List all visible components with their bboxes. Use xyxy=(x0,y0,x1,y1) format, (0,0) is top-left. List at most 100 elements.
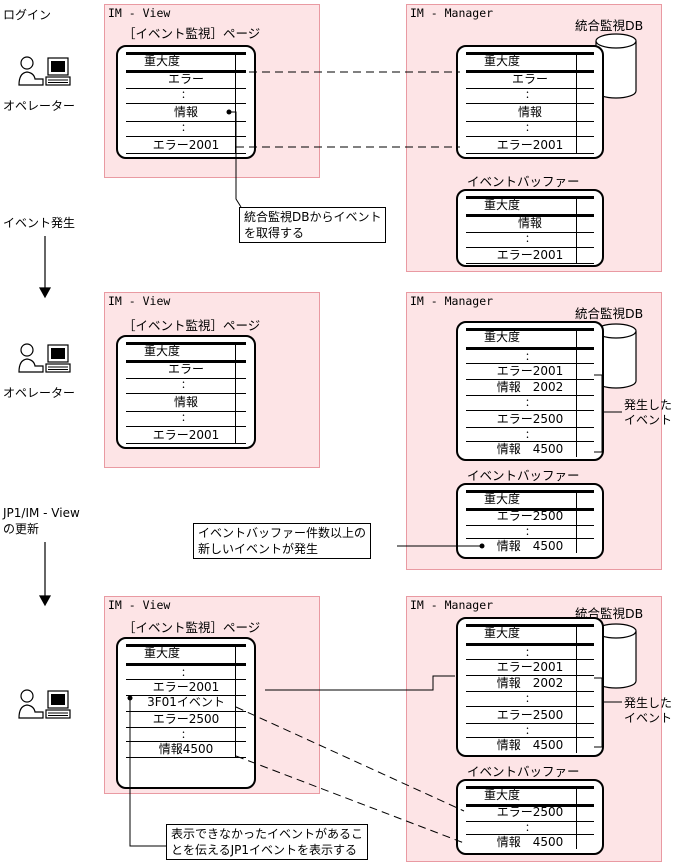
ellipsis-dots: ： xyxy=(525,90,535,101)
table-row: エラー2001 xyxy=(496,138,564,152)
database-icon xyxy=(595,323,637,389)
ellipsis-dots: ： xyxy=(181,123,191,134)
operator-icon xyxy=(18,343,71,373)
stage-label-refresh-line2: の更新 xyxy=(3,522,40,536)
ellipsis-dots: ： xyxy=(525,430,535,441)
callout-line: とを伝えるJP1イベントを表示する xyxy=(171,843,358,857)
manager-panel-1: IM - Manager 統合監視DB 重大度 エラー ： 情報 ： エラー20… xyxy=(406,4,662,272)
bracket-new-events xyxy=(594,374,603,453)
table-row: エラー2001 xyxy=(152,680,220,694)
db-label: 統合監視DB xyxy=(575,18,644,33)
table-row: エラー2001 xyxy=(152,428,220,442)
ellipsis-dots: ： xyxy=(181,730,191,741)
pointer-dot xyxy=(226,109,232,115)
ellipsis-dots: ： xyxy=(525,123,535,134)
operator-icon xyxy=(18,56,71,86)
table-row: 情報 4500 xyxy=(496,738,564,752)
buffer-label: イベントバッファー xyxy=(467,764,580,779)
side-label-new-events: 発生した イベント xyxy=(624,398,672,428)
manager-panel-title: IM - Manager xyxy=(410,598,494,612)
table-row: 情報 4500 xyxy=(496,539,564,553)
table-row: エラー2500 xyxy=(152,712,220,726)
operator-label-2: オペレーター xyxy=(3,386,76,400)
side-label-new-events: 発生した イベント xyxy=(624,696,672,726)
table-row: エラー2500 xyxy=(496,509,564,523)
callout-line: を取得する xyxy=(244,226,305,240)
column-header-severity: 重大度 xyxy=(484,330,521,344)
view-panel-1: IM - View ［イベント監視］ページ 重大度 エラー ： 情報 ： エラー… xyxy=(104,4,320,178)
column-header-severity: 重大度 xyxy=(144,646,181,660)
table-row: 情報 xyxy=(517,105,542,119)
callout-buffer-overflow: イベントバッファー件数以上の 新しいイベントが発生 xyxy=(193,523,372,559)
callout-line: イベントバッファー件数以上の xyxy=(198,526,367,540)
dashed-link xyxy=(235,706,465,812)
table-row: 情報 xyxy=(173,105,198,119)
side-label-line: イベント xyxy=(624,413,673,427)
view-panel-2: IM - View ［イベント監視］ページ 重大度 エラー ： 情報 ： エラー… xyxy=(104,292,320,468)
ellipsis-dots: ： xyxy=(525,823,535,834)
column-header-severity: 重大度 xyxy=(484,492,521,506)
ellipsis-dots: ： xyxy=(181,668,191,679)
db-window: 重大度 ： エラー2001 情報 2002 ： エラー2500 ： 情報 450… xyxy=(456,321,604,461)
table-row: エラー2500 xyxy=(496,708,564,722)
side-label-line: 発生した xyxy=(624,696,673,710)
ellipsis-dots: ： xyxy=(525,398,535,409)
stage-label-event-occurs: イベント発生 xyxy=(3,216,76,230)
side-label-line: 発生した xyxy=(624,398,673,412)
table-row: エラー xyxy=(167,362,204,376)
column-header-severity: 重大度 xyxy=(484,54,521,68)
dashed-link xyxy=(235,755,465,844)
event-window: 重大度 エラー ： 情報 ： エラー2001 xyxy=(116,45,256,159)
operator-label-1: オペレーター xyxy=(3,99,76,113)
database-icon xyxy=(595,33,637,99)
buffer-label: イベントバッファー xyxy=(467,174,580,189)
jp1-event-link xyxy=(265,675,455,691)
event-window: 重大度 ： エラー2001 3F01イベント エラー2500 ： 情報4500 xyxy=(116,637,256,789)
column-header-severity: 重大度 xyxy=(484,788,521,802)
buffer-label: イベントバッファー xyxy=(467,468,580,483)
event-page-title: ［イベント監視］ページ xyxy=(123,620,261,635)
view-panel-3: IM - View ［イベント監視］ページ 重大度 ： エラー2001 3F01… xyxy=(104,596,320,794)
callout-pointer xyxy=(129,698,166,847)
pointer-dot xyxy=(127,695,133,701)
table-row: エラー2001 xyxy=(496,660,564,674)
stage-label-refresh-line1: JP1/IM - View xyxy=(3,506,80,520)
table-row-jp1-event: 3F01イベント xyxy=(147,695,225,709)
manager-panel-2: IM - Manager 統合監視DB 重大度 ： エラー2001 情報 200… xyxy=(406,292,662,570)
view-panel-title: IM - View xyxy=(108,598,171,612)
ellipsis-dots: ： xyxy=(525,648,535,659)
table-row: 情報 4500 xyxy=(496,442,564,456)
ellipsis-dots: ： xyxy=(181,413,191,424)
db-window: 重大度 ： エラー2001 情報 2002 ： エラー2500 ： 情報 450… xyxy=(456,617,604,757)
table-row: エラー2001 xyxy=(152,138,220,152)
db-window: 重大度 エラー ： 情報 ： エラー2001 xyxy=(456,45,604,159)
stage-label-login: ログイン xyxy=(3,8,52,22)
table-row: 情報4500 xyxy=(158,742,214,756)
stage-arrow-1-head xyxy=(38,287,52,299)
pointer-dot xyxy=(479,543,485,549)
buffer-window: 重大度 情報 ： エラー2001 xyxy=(456,189,604,267)
table-row: 情報 xyxy=(517,216,542,230)
ellipsis-dots: ： xyxy=(525,726,535,737)
table-row: エラー2001 xyxy=(496,364,564,378)
column-header-severity: 重大度 xyxy=(484,198,521,212)
table-row: 情報 xyxy=(173,395,198,409)
bracket-new-events xyxy=(594,677,603,748)
table-row: エラー xyxy=(167,72,204,86)
table-row: エラー2500 xyxy=(496,412,564,426)
ellipsis-dots: ： xyxy=(525,527,535,538)
column-header-severity: 重大度 xyxy=(144,344,181,358)
view-panel-title: IM - View xyxy=(108,294,171,308)
event-page-title: ［イベント監視］ページ xyxy=(123,318,261,333)
ellipsis-dots: ： xyxy=(525,234,535,245)
database-icon xyxy=(595,623,637,689)
ellipsis-dots: ： xyxy=(181,380,191,391)
db-label: 統合監視DB xyxy=(575,306,644,321)
callout-pointer xyxy=(229,111,242,208)
ellipsis-dots: ： xyxy=(525,352,535,363)
callout-line: 新しいイベントが発生 xyxy=(198,542,319,556)
buffer-window: 重大度 エラー2500 ： 情報 4500 xyxy=(456,779,604,855)
manager-panel-3: IM - Manager 統合監視DB 重大度 ： エラー2001 情報 200… xyxy=(406,596,662,862)
